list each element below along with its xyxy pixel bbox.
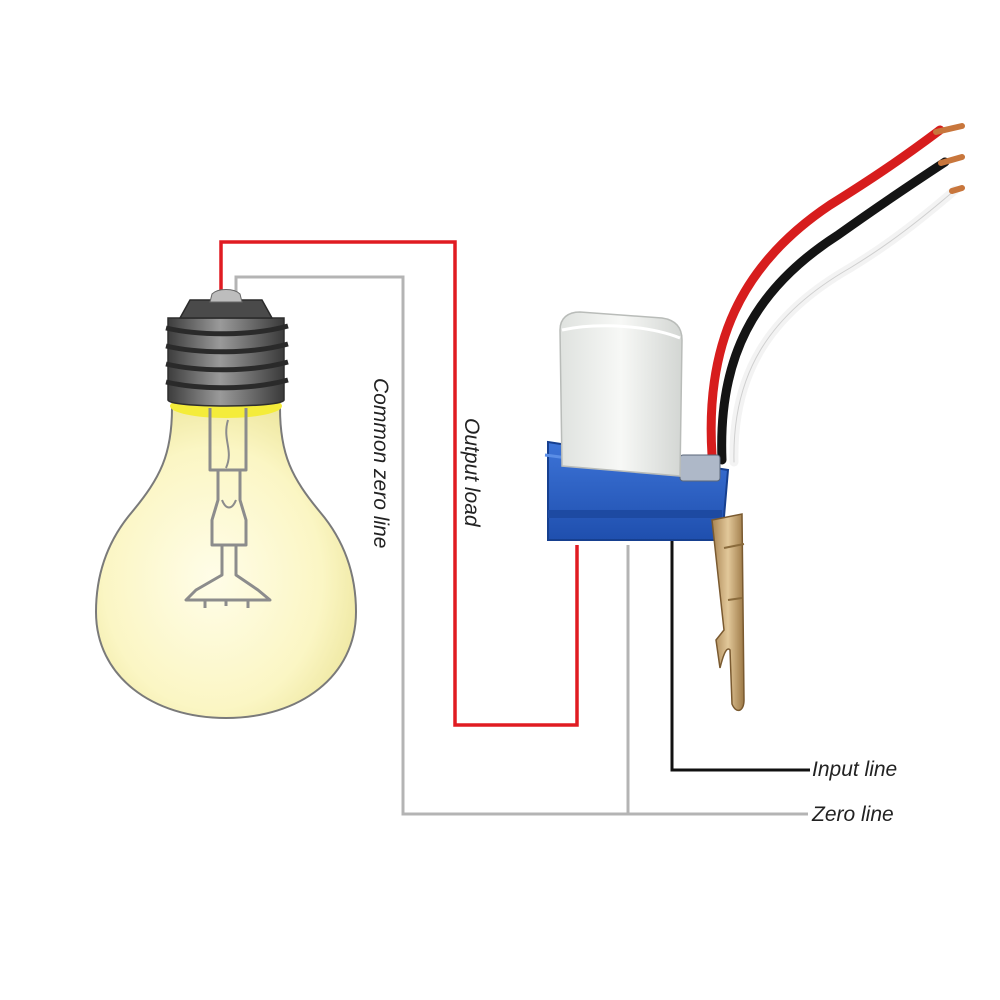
- output-load-wire: [219, 240, 579, 727]
- photocell-switch-icon: [544, 123, 965, 712]
- label-output-load: Output load: [460, 418, 483, 528]
- copper-strands: [933, 123, 965, 194]
- common-zero-wire: [234, 275, 808, 816]
- mounting-bracket: [711, 513, 745, 712]
- input-wire: [670, 540, 810, 772]
- housing-terminal: [679, 454, 721, 482]
- label-common-zero-line: Common zero line: [369, 378, 392, 548]
- light-bulb-icon: [94, 289, 358, 720]
- sensor-lead-wires: [706, 123, 965, 467]
- filament-icon: [184, 408, 272, 608]
- lead-red: [706, 125, 945, 460]
- label-zero-line: Zero line: [811, 803, 894, 826]
- lead-black: [717, 157, 950, 465]
- bulb-glass: [94, 407, 358, 720]
- label-input-line: Input line: [812, 758, 897, 781]
- lead-white-outline: [733, 189, 956, 463]
- sensor-cover: [559, 311, 683, 477]
- bulb-screw-base: [165, 289, 289, 407]
